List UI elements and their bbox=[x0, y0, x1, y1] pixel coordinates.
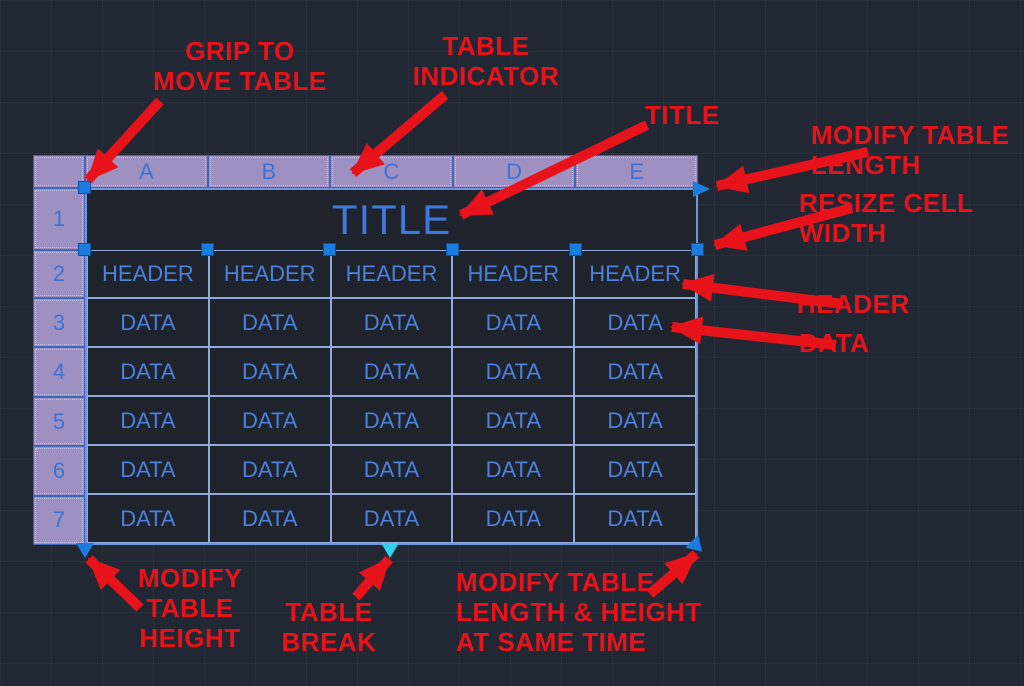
move-table-grip[interactable] bbox=[78, 181, 91, 194]
data-cell[interactable]: DATA bbox=[452, 298, 575, 347]
data-cell[interactable]: DATA bbox=[87, 494, 209, 543]
header-cell[interactable]: HEADER bbox=[87, 250, 209, 298]
data-cell[interactable]: DATA bbox=[330, 298, 453, 347]
resize-cell-width-grip-4[interactable] bbox=[446, 243, 459, 256]
row-number-cell[interactable]: 4 bbox=[33, 347, 85, 397]
label-title: TITLE bbox=[645, 100, 720, 130]
data-cell[interactable]: DATA bbox=[452, 445, 575, 494]
data-cell[interactable]: DATA bbox=[208, 494, 331, 543]
resize-cell-width-grip-2[interactable] bbox=[201, 243, 214, 256]
header-cell[interactable]: HEADER bbox=[330, 250, 453, 298]
data-cell[interactable]: DATA bbox=[452, 494, 575, 543]
label-modify-table-height: MODIFY TABLE HEIGHT bbox=[137, 563, 243, 653]
header-cell[interactable]: HEADER bbox=[452, 250, 575, 298]
row-number-cell[interactable]: 2 bbox=[33, 250, 85, 298]
data-cell[interactable]: DATA bbox=[330, 445, 453, 494]
data-cell[interactable]: DATA bbox=[330, 494, 453, 543]
label-data: DATA bbox=[799, 328, 870, 358]
label-modify-table-length: MODIFY TABLE LENGTH bbox=[811, 120, 1010, 180]
data-cell[interactable]: DATA bbox=[87, 445, 209, 494]
data-cell[interactable]: DATA bbox=[208, 347, 331, 396]
label-table-break: TABLE BREAK bbox=[281, 597, 377, 657]
column-letter-cell[interactable]: A bbox=[85, 155, 208, 188]
row-number-cell[interactable]: 6 bbox=[33, 446, 85, 496]
data-cell[interactable]: DATA bbox=[208, 396, 331, 445]
data-cell[interactable]: DATA bbox=[330, 396, 453, 445]
row-number-cell[interactable]: 5 bbox=[33, 396, 85, 447]
row-number-cell[interactable]: 1 bbox=[33, 188, 85, 250]
resize-cell-width-grip-5[interactable] bbox=[569, 243, 582, 256]
table-title-text: TITLE bbox=[331, 196, 452, 243]
data-cell[interactable]: DATA bbox=[452, 396, 575, 445]
table-break-grip[interactable] bbox=[381, 543, 399, 558]
row-number-cell[interactable]: 7 bbox=[33, 495, 85, 546]
resize-cell-width-grip-3[interactable] bbox=[323, 243, 336, 256]
modify-table-length-grip[interactable] bbox=[693, 181, 710, 197]
table-title-row[interactable]: TITLE bbox=[87, 190, 696, 250]
modify-table-height-grip[interactable] bbox=[76, 543, 94, 558]
data-cell[interactable]: DATA bbox=[87, 396, 209, 445]
resize-cell-width-grip-6[interactable] bbox=[691, 243, 704, 256]
data-cell[interactable]: DATA bbox=[452, 347, 575, 396]
data-cell[interactable]: DATA bbox=[574, 494, 696, 543]
column-letter-cell[interactable]: D bbox=[452, 155, 576, 188]
label-grip-to-move-table: GRIP TO MOVE TABLE bbox=[153, 36, 327, 96]
arrow-table-break bbox=[352, 555, 393, 601]
label-table-indicator: TABLE INDICATOR bbox=[412, 31, 560, 91]
label-header: HEADER bbox=[797, 289, 910, 319]
table-corner-cell[interactable] bbox=[33, 155, 85, 188]
header-cell[interactable]: HEADER bbox=[574, 250, 696, 298]
data-cell[interactable]: DATA bbox=[208, 298, 331, 347]
resize-cell-width-grip-1[interactable] bbox=[78, 243, 91, 256]
data-cell[interactable]: DATA bbox=[574, 445, 696, 494]
label-resize-cell-width: RESIZE CELL WIDTH bbox=[799, 188, 974, 248]
column-letter-cell[interactable]: C bbox=[330, 155, 453, 188]
header-cell[interactable]: HEADER bbox=[208, 250, 331, 298]
column-letter-cell[interactable]: E bbox=[575, 155, 698, 188]
data-cell[interactable]: DATA bbox=[208, 445, 331, 494]
data-cell[interactable]: DATA bbox=[574, 298, 696, 347]
data-cell[interactable]: DATA bbox=[87, 298, 209, 347]
row-number-cell[interactable]: 3 bbox=[33, 298, 85, 348]
column-letter-cell[interactable]: B bbox=[207, 155, 331, 188]
data-cell[interactable]: DATA bbox=[574, 396, 696, 445]
label-modify-length-height: MODIFY TABLE LENGTH & HEIGHT AT SAME TIM… bbox=[456, 567, 702, 657]
data-cell[interactable]: DATA bbox=[574, 347, 696, 396]
data-cell[interactable]: DATA bbox=[330, 347, 453, 396]
data-cell[interactable]: DATA bbox=[87, 347, 209, 396]
